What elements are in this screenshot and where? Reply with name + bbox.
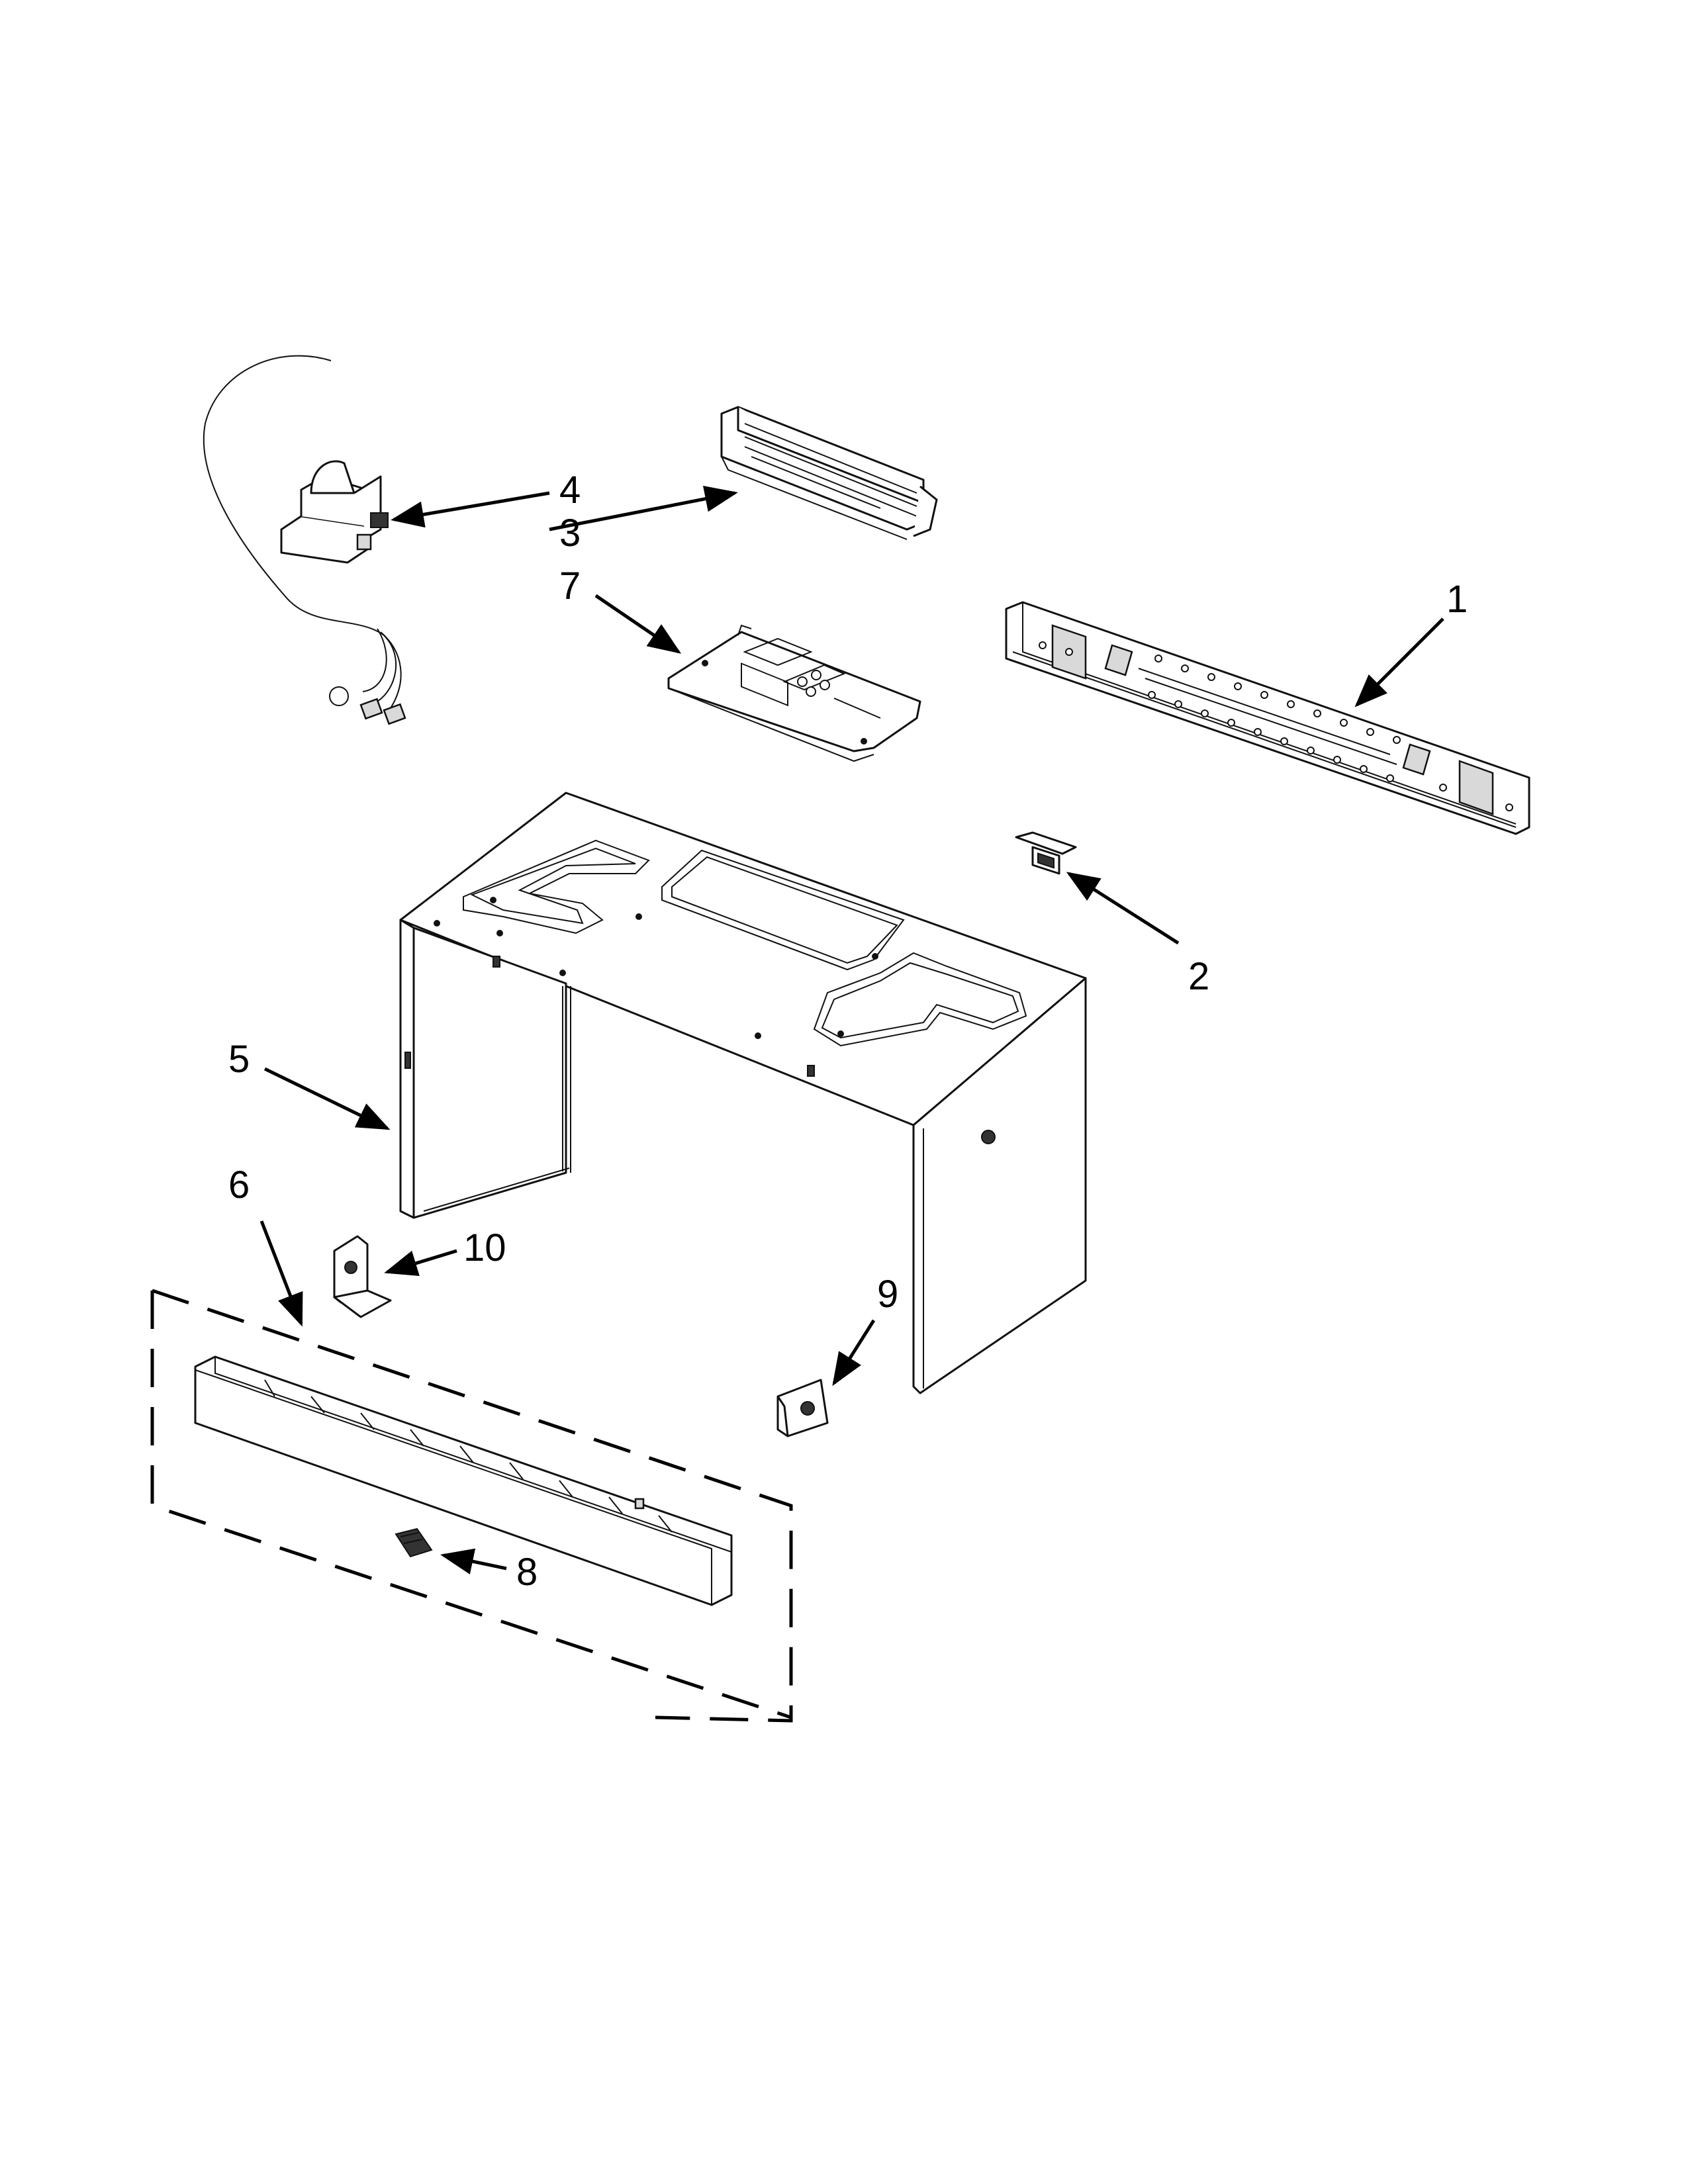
callout-9: 9 <box>877 1273 898 1316</box>
leader-4 <box>391 491 550 528</box>
front-trim-part <box>194 1355 733 1606</box>
callout-3: 3 <box>559 512 581 555</box>
angle-bracket-10-part <box>333 1235 392 1318</box>
leader-3 <box>549 486 738 531</box>
leader-8 <box>440 1548 507 1574</box>
leader-7 <box>594 594 682 654</box>
callout-7: 7 <box>559 565 581 608</box>
leader-1 <box>1354 617 1444 707</box>
power-cord-part <box>203 355 406 725</box>
callout-5: 5 <box>228 1038 250 1081</box>
leader-5 <box>263 1067 391 1130</box>
callout-6: 6 <box>228 1163 250 1206</box>
callout-4: 4 <box>559 469 581 512</box>
callout-labels: 4 3 7 1 2 5 6 10 9 8 <box>228 469 1468 1594</box>
vent-grille-part <box>720 406 938 540</box>
trim-group-dashed-outline <box>150 1289 793 1723</box>
control-bracket-part <box>667 624 921 762</box>
callout-10: 10 <box>463 1226 506 1269</box>
leader-10 <box>384 1249 457 1277</box>
callout-8: 8 <box>516 1551 538 1594</box>
angle-bracket-9-part <box>776 1379 829 1437</box>
callout-1: 1 <box>1446 578 1468 621</box>
leader-6 <box>259 1220 303 1327</box>
callout-2: 2 <box>1188 955 1209 998</box>
leader-9 <box>832 1319 876 1387</box>
mounting-rail-part <box>1005 601 1530 835</box>
leader-lines <box>259 486 1444 1574</box>
cabinet-wrapper-part <box>399 792 1087 1394</box>
leader-2 <box>1066 872 1180 945</box>
grille-filter-part <box>395 1527 433 1558</box>
clip-bracket-part <box>1015 831 1077 875</box>
